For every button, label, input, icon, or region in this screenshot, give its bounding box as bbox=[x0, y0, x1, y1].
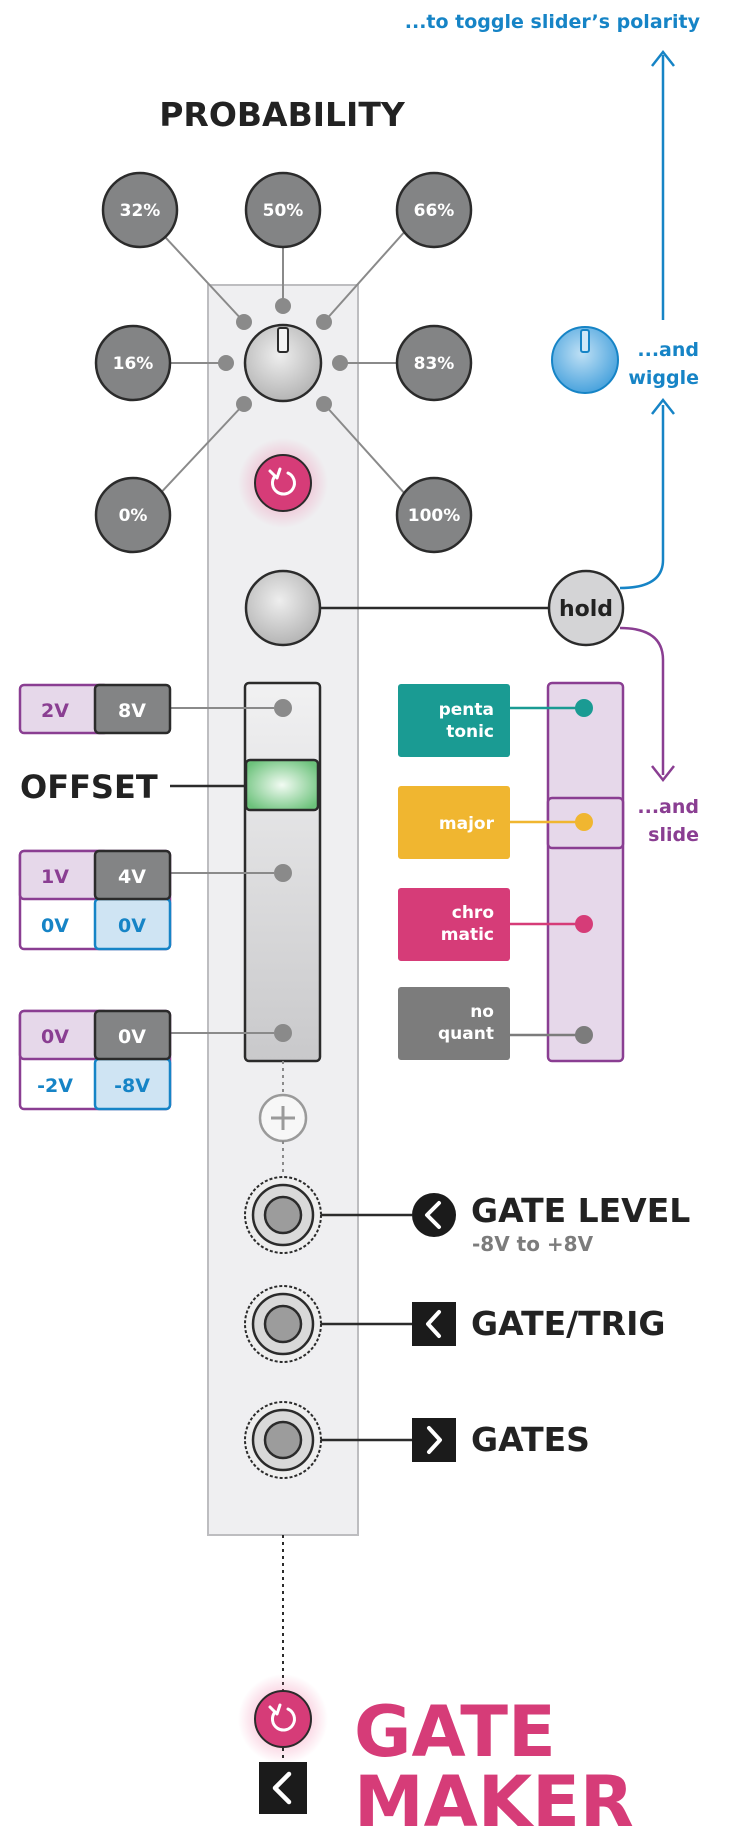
prob-bubble-66[interactable]: 66% bbox=[395, 171, 473, 249]
hint-polarity-text: ...to toggle slider’s polarity bbox=[405, 11, 701, 33]
voltage-box-bottom: 0V 0V -2V -8V bbox=[18, 1009, 172, 1111]
probability-knob[interactable] bbox=[243, 323, 323, 403]
svg-text:100%: 100% bbox=[408, 506, 461, 526]
svg-text:-8V: -8V bbox=[114, 1075, 150, 1097]
svg-text:0V: 0V bbox=[41, 915, 69, 937]
svg-text:quant: quant bbox=[438, 1024, 494, 1044]
hint-arrow-slide bbox=[619, 626, 665, 775]
bottom-chevron-icon bbox=[259, 1762, 307, 1814]
hold-bubble bbox=[547, 569, 625, 647]
svg-text:0%: 0% bbox=[119, 506, 148, 526]
offset-slider-handle[interactable] bbox=[244, 758, 320, 812]
hint-arrowhead-top bbox=[651, 49, 675, 67]
svg-text:1V: 1V bbox=[41, 866, 69, 888]
reset-button[interactable] bbox=[254, 454, 312, 512]
svg-text:no: no bbox=[470, 1002, 494, 1022]
slider-dot-bot bbox=[274, 1024, 292, 1042]
prob-bubble-100[interactable]: 100% bbox=[395, 476, 473, 554]
prob-bubble-83[interactable]: 83% bbox=[395, 324, 473, 402]
svg-text:tonic: tonic bbox=[446, 722, 494, 742]
probability-dots bbox=[218, 298, 348, 412]
wiggle-knob-indicator bbox=[580, 329, 590, 353]
svg-text:83%: 83% bbox=[414, 354, 455, 374]
hint-wiggle-text-2: wiggle bbox=[628, 367, 699, 389]
hint-wiggle-text-1: ...and bbox=[637, 339, 699, 361]
output-chevron-square-icon bbox=[412, 1418, 456, 1462]
svg-text:chro: chro bbox=[452, 903, 494, 923]
scale-no-quant: no quant bbox=[398, 987, 593, 1060]
hint-slide-text-2: slide bbox=[648, 824, 699, 846]
hold-button[interactable] bbox=[244, 569, 322, 647]
svg-text:penta: penta bbox=[439, 700, 494, 720]
gate-trig-label: GATE/TRIG bbox=[471, 1304, 665, 1343]
title-gate: GATE bbox=[354, 1691, 556, 1773]
voltage-box-mid: 1V 4V 0V 0V bbox=[18, 849, 172, 951]
hint-arrowhead-wiggle bbox=[651, 397, 675, 415]
prob-bubble-50[interactable]: 50% bbox=[244, 171, 322, 249]
scale-chromatic: chro matic bbox=[398, 888, 593, 961]
svg-text:16%: 16% bbox=[113, 354, 154, 374]
scale-pentatonic: penta tonic bbox=[398, 684, 593, 757]
reset-icon bbox=[270, 471, 296, 496]
scale-major: major bbox=[398, 786, 593, 859]
gate-trig-jack[interactable] bbox=[244, 1285, 322, 1363]
svg-text:-2V: -2V bbox=[37, 1075, 73, 1097]
gates-jack[interactable] bbox=[244, 1401, 322, 1479]
svg-text:4V: 4V bbox=[118, 866, 146, 888]
svg-text:66%: 66% bbox=[414, 201, 455, 221]
input-chevron-icon bbox=[412, 1193, 456, 1237]
svg-text:major: major bbox=[439, 814, 495, 834]
svg-text:2V: 2V bbox=[41, 700, 69, 722]
voltage-box-top: 2V 8V bbox=[18, 683, 172, 735]
probability-knob-indicator bbox=[277, 327, 289, 353]
gate-level-range: -8V to +8V bbox=[472, 1232, 594, 1256]
gates-label: GATES bbox=[471, 1420, 590, 1459]
prob-bubble-0[interactable]: 0% bbox=[94, 476, 172, 554]
hint-slide-text-1: ...and bbox=[637, 796, 699, 818]
gate-level-jack[interactable] bbox=[244, 1176, 322, 1254]
scale-slider-track[interactable] bbox=[546, 681, 625, 1063]
slider-dot-mid bbox=[274, 864, 292, 882]
prob-bubble-16[interactable]: 16% bbox=[94, 324, 172, 402]
wiggle-knob[interactable] bbox=[551, 326, 619, 394]
svg-text:matic: matic bbox=[441, 925, 494, 945]
input-chevron-square-icon bbox=[412, 1302, 456, 1346]
bottom-reset-icon bbox=[270, 1707, 296, 1732]
svg-text:8V: 8V bbox=[118, 700, 146, 722]
bottom-reset-button[interactable] bbox=[254, 1690, 312, 1748]
svg-text:32%: 32% bbox=[120, 201, 161, 221]
hint-arrowhead-slide bbox=[651, 765, 675, 783]
offset-label: OFFSET bbox=[20, 768, 158, 806]
svg-text:50%: 50% bbox=[263, 201, 304, 221]
prob-bubble-32[interactable]: 32% bbox=[101, 171, 179, 249]
svg-text:0V: 0V bbox=[118, 915, 146, 937]
title-maker: MAKER bbox=[354, 1761, 634, 1826]
hint-arrow-wiggle bbox=[619, 405, 665, 590]
hold-label: hold bbox=[559, 597, 613, 622]
gate-level-label: GATE LEVEL bbox=[471, 1191, 690, 1230]
svg-text:0V: 0V bbox=[41, 1026, 69, 1048]
probability-title: PROBABILITY bbox=[159, 95, 406, 134]
svg-text:0V: 0V bbox=[118, 1026, 146, 1048]
slider-dot-top bbox=[274, 699, 292, 717]
